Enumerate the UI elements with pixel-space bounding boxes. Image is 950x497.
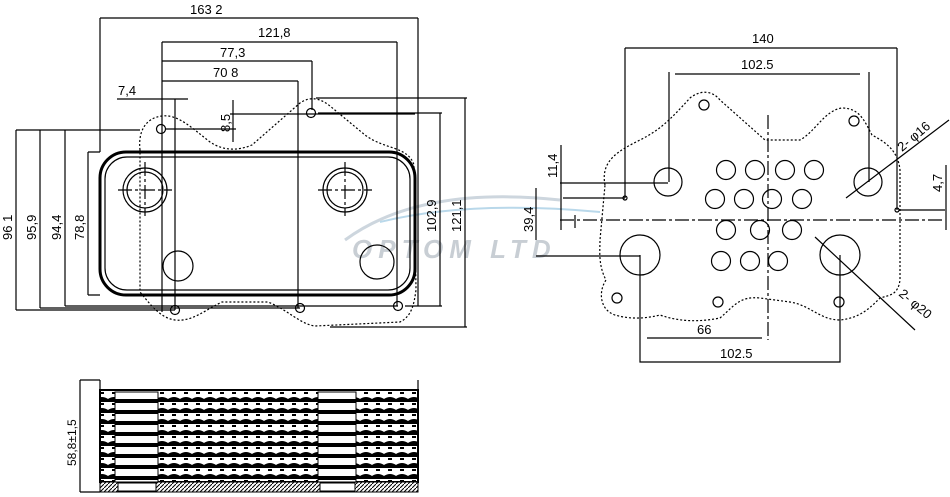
threaded-port-right bbox=[318, 162, 372, 216]
flow-holes bbox=[704, 159, 825, 272]
dim-height-5: 102,9 bbox=[424, 199, 439, 232]
flange-plate-outline bbox=[599, 91, 901, 322]
dim-height: 58,8±1,5 bbox=[65, 419, 79, 466]
port-lower-left bbox=[162, 250, 194, 282]
dim-hole-span-2: 77,3 bbox=[220, 45, 245, 60]
dim-v-offset-1: 11,4 bbox=[545, 154, 560, 178]
watermark: OPTOM LTD bbox=[344, 195, 601, 264]
watermark-text: OPTOM LTD bbox=[352, 234, 557, 264]
mounting-holes bbox=[155, 107, 404, 316]
front-view: 163 2 121,8 77,3 70 8 7,4 8,5 96 1 95,9 … bbox=[0, 2, 467, 328]
cooler-body bbox=[98, 150, 417, 297]
port-lower-right bbox=[359, 244, 395, 280]
threaded-port-left bbox=[118, 162, 172, 216]
mounting-holes bbox=[611, 99, 860, 308]
dim-height-4: 78,8 bbox=[72, 215, 87, 240]
dim-overall-width: 163 2 bbox=[190, 2, 223, 17]
dim-offset-a: 7,4 bbox=[118, 83, 136, 98]
dim-height-3: 94,4 bbox=[49, 215, 64, 240]
dim-v-offset-3: 4,7 bbox=[930, 174, 945, 192]
dim-overall-width: 140 bbox=[752, 31, 774, 46]
dim-large-port: 2- φ20 bbox=[896, 286, 935, 322]
flange-outline bbox=[139, 98, 417, 327]
dim-hole-span-1: 121,8 bbox=[258, 25, 291, 40]
tube-section-right bbox=[317, 391, 357, 483]
cooler-body-inner bbox=[104, 156, 411, 291]
dim-center-offset: 66 bbox=[697, 322, 711, 337]
dim-v-offset-2: 39,4 bbox=[521, 207, 536, 232]
dim-height-2: 95,9 bbox=[24, 215, 39, 240]
dim-bottom-span: 102.5 bbox=[720, 346, 753, 361]
side-view: 58,8±1,5 bbox=[65, 379, 419, 493]
dim-hole-span-3: 70 8 bbox=[213, 65, 238, 80]
base-plate bbox=[99, 481, 419, 493]
dim-height-1: 96 1 bbox=[0, 215, 15, 240]
port-holes-large bbox=[619, 167, 883, 276]
dim-top-span: 102.5 bbox=[741, 57, 774, 72]
dim-offset-b: 8,5 bbox=[218, 114, 233, 132]
flange-view: 140 102.5 66 102.5 11,4 39,4 4,7 2- φ16 … bbox=[521, 31, 950, 363]
tube-section-left bbox=[114, 391, 159, 483]
dim-height-6: 121,1 bbox=[449, 199, 464, 232]
